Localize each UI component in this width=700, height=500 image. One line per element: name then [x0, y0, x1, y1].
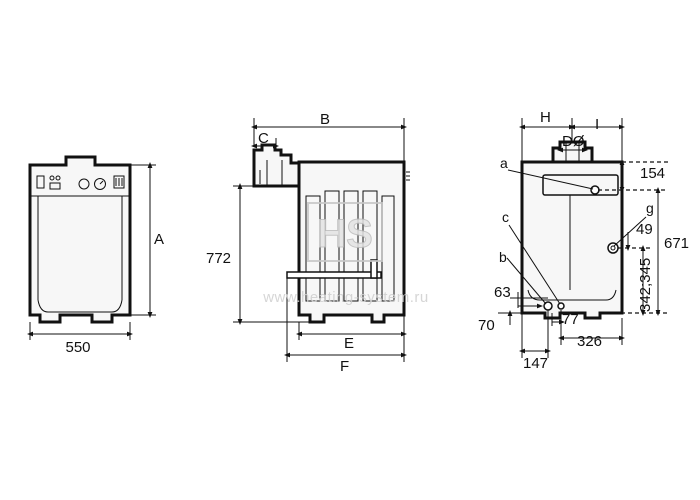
callout-a-leader — [507, 169, 594, 190]
dim-I-label: I — [595, 116, 599, 133]
watermark-url: www.heating-system.ru — [262, 289, 429, 306]
dim-63-label: 63 — [494, 284, 511, 301]
callout-a: a — [500, 155, 508, 171]
heat-exchanger-sections — [305, 190, 395, 302]
watermark-logo-frame — [307, 202, 383, 262]
panel-vent-left — [36, 175, 45, 189]
panel-vent-right — [113, 175, 125, 189]
front-view-casing — [28, 155, 132, 324]
callout-b: b — [499, 249, 507, 265]
gas-valve — [370, 259, 378, 279]
rear-lower-contour — [527, 289, 617, 301]
dim-H-label: H — [540, 109, 551, 126]
dim-326-label: 326 — [577, 333, 602, 350]
flue-duct — [542, 174, 619, 196]
side-height-label: 772 — [206, 250, 231, 267]
side-depth-label: B — [320, 111, 330, 128]
dim-671-label: 671 — [664, 235, 689, 252]
watermark: HS www.heating-system.ru — [262, 202, 429, 306]
overall-label: F — [340, 358, 349, 375]
thermostat-knob-icon — [78, 178, 90, 190]
flue-outlet — [252, 143, 301, 188]
front-height-label: A — [154, 231, 164, 248]
port-a-flow-icon — [590, 185, 600, 195]
dim-70-label: 70 — [478, 317, 495, 334]
flue-offset-label: C — [258, 130, 269, 147]
rear-view-casing — [520, 160, 624, 320]
burner-pipe — [286, 271, 382, 279]
dim-D-label: DØ — [562, 133, 585, 150]
front-width-label: 550 — [65, 339, 90, 356]
front-view: 550 A — [27, 155, 164, 356]
watermark-logo: HS — [317, 212, 373, 256]
gauge-needle — [99, 180, 104, 185]
indicator-lamp-icon — [49, 175, 55, 181]
base-label: E — [344, 335, 354, 352]
dim-49-label: 49 — [636, 221, 653, 238]
callout-g: g — [646, 200, 654, 216]
switch-icon — [49, 182, 61, 190]
dim-154-label: 154 — [640, 165, 665, 182]
front-lower-contour — [37, 299, 123, 313]
callout-c-leader — [508, 224, 561, 305]
callout-c: c — [502, 209, 509, 225]
front-control-panel — [36, 175, 125, 190]
indicator-lamp-icon — [55, 175, 61, 181]
rear-view: a c b g H I DØ 154 49 671 342;345 — [478, 109, 689, 372]
dim-77-label: 77 — [562, 311, 579, 328]
port-c-drain-icon — [557, 302, 565, 310]
pressure-gauge-icon — [94, 178, 106, 190]
dim-147-label: 147 — [523, 355, 548, 372]
callout-g-leader — [613, 216, 647, 247]
port-g-gas-icon — [607, 242, 619, 254]
callout-b-leader — [506, 257, 547, 305]
dim-342-345-label: 342;345 — [637, 258, 654, 312]
